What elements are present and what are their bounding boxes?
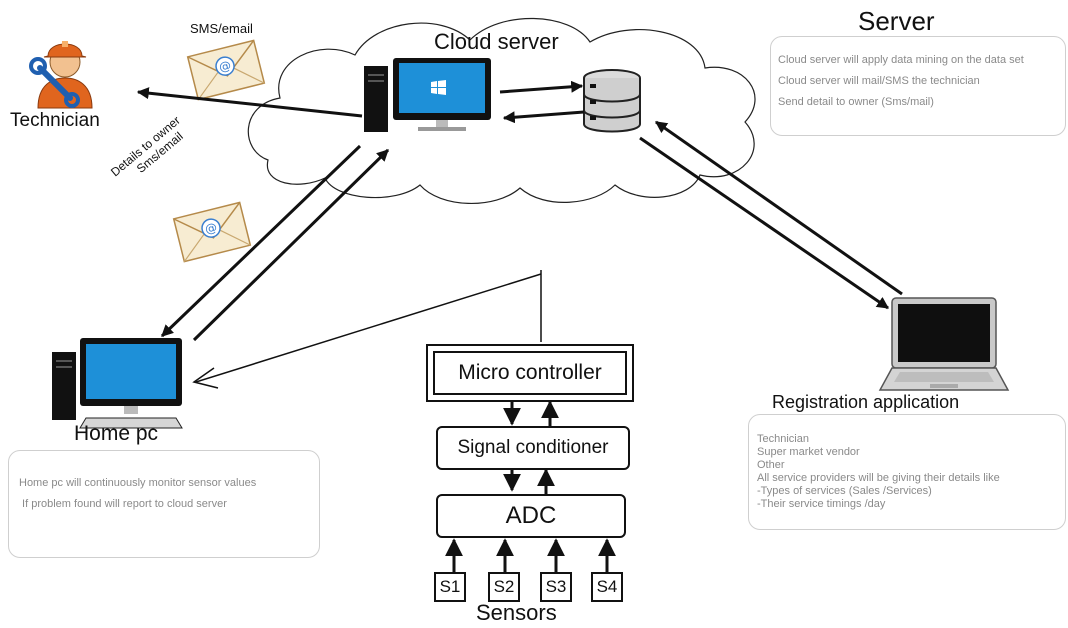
- technician-icon: [16, 30, 111, 110]
- server-note: Cloud server will apply data mining on t…: [778, 54, 1024, 66]
- sensor-s4: S4: [591, 572, 623, 602]
- registration-note: All service providers will be giving the…: [757, 472, 1000, 484]
- database-icon: [583, 69, 641, 133]
- adc-block: ADC: [436, 494, 626, 538]
- registration-note: Technician: [757, 433, 809, 445]
- registration-notes-box: Technician Super market vendor Other All…: [748, 414, 1066, 530]
- microcontroller-block: Micro controller: [426, 344, 634, 402]
- registration-note: Other: [757, 459, 785, 471]
- microcontroller-label: Micro controller: [433, 351, 627, 395]
- home-pc-notes-box: Home pc will continuously monitor sensor…: [8, 450, 320, 558]
- server-note: Send detail to owner (Sms/mail): [778, 96, 934, 108]
- arrow-database-to-laptop: [639, 136, 889, 310]
- envelope-icon: @: [186, 39, 266, 101]
- technician-label: Technician: [10, 110, 100, 131]
- sensors-label: Sensors: [476, 600, 557, 625]
- laptop-icon: [878, 297, 1010, 391]
- home-pc-label: Home pc: [74, 422, 159, 445]
- registration-label: Registration application: [772, 392, 960, 412]
- arrow-database-to-computer: [502, 110, 585, 124]
- arrow-cloud-to-technician: [136, 87, 363, 118]
- connector-micro-to-homepc: [192, 270, 542, 389]
- arrow-cloud-to-homepc: [160, 144, 362, 338]
- sensor-s3: S3: [540, 572, 572, 602]
- server-note: Cloud server will mail/SMS the technicia…: [778, 75, 980, 87]
- sensor-s2: S2: [488, 572, 520, 602]
- server-notes-box: Cloud server will apply data mining on t…: [770, 36, 1066, 136]
- envelope-icon: @: [172, 201, 252, 263]
- arrow-homepc-to-cloud: [192, 148, 390, 342]
- desktop-computer-icon: [52, 338, 183, 429]
- server-title: Server: [858, 6, 935, 36]
- desktop-computer-icon: [364, 58, 491, 132]
- cloud-server-title: Cloud server: [434, 29, 559, 54]
- signal-conditioner-block: Signal conditioner: [436, 426, 630, 470]
- home-pc-note: Home pc will continuously monitor sensor…: [19, 477, 257, 489]
- arrow-laptop-to-database: [655, 120, 903, 296]
- sensor-s1: S1: [434, 572, 466, 602]
- svg-text:@: @: [204, 220, 219, 236]
- registration-note: Super market vendor: [757, 446, 860, 458]
- arrow-computer-to-database: [499, 80, 584, 94]
- cloud-shape: [247, 17, 756, 205]
- svg-text:@: @: [218, 58, 233, 74]
- sms-email-label: SMS/email: [190, 21, 253, 36]
- registration-note: -Types of services (Sales /Services): [757, 485, 932, 497]
- registration-note: -Their service timings /day: [757, 498, 886, 510]
- home-pc-note: If problem found will report to cloud se…: [19, 498, 227, 510]
